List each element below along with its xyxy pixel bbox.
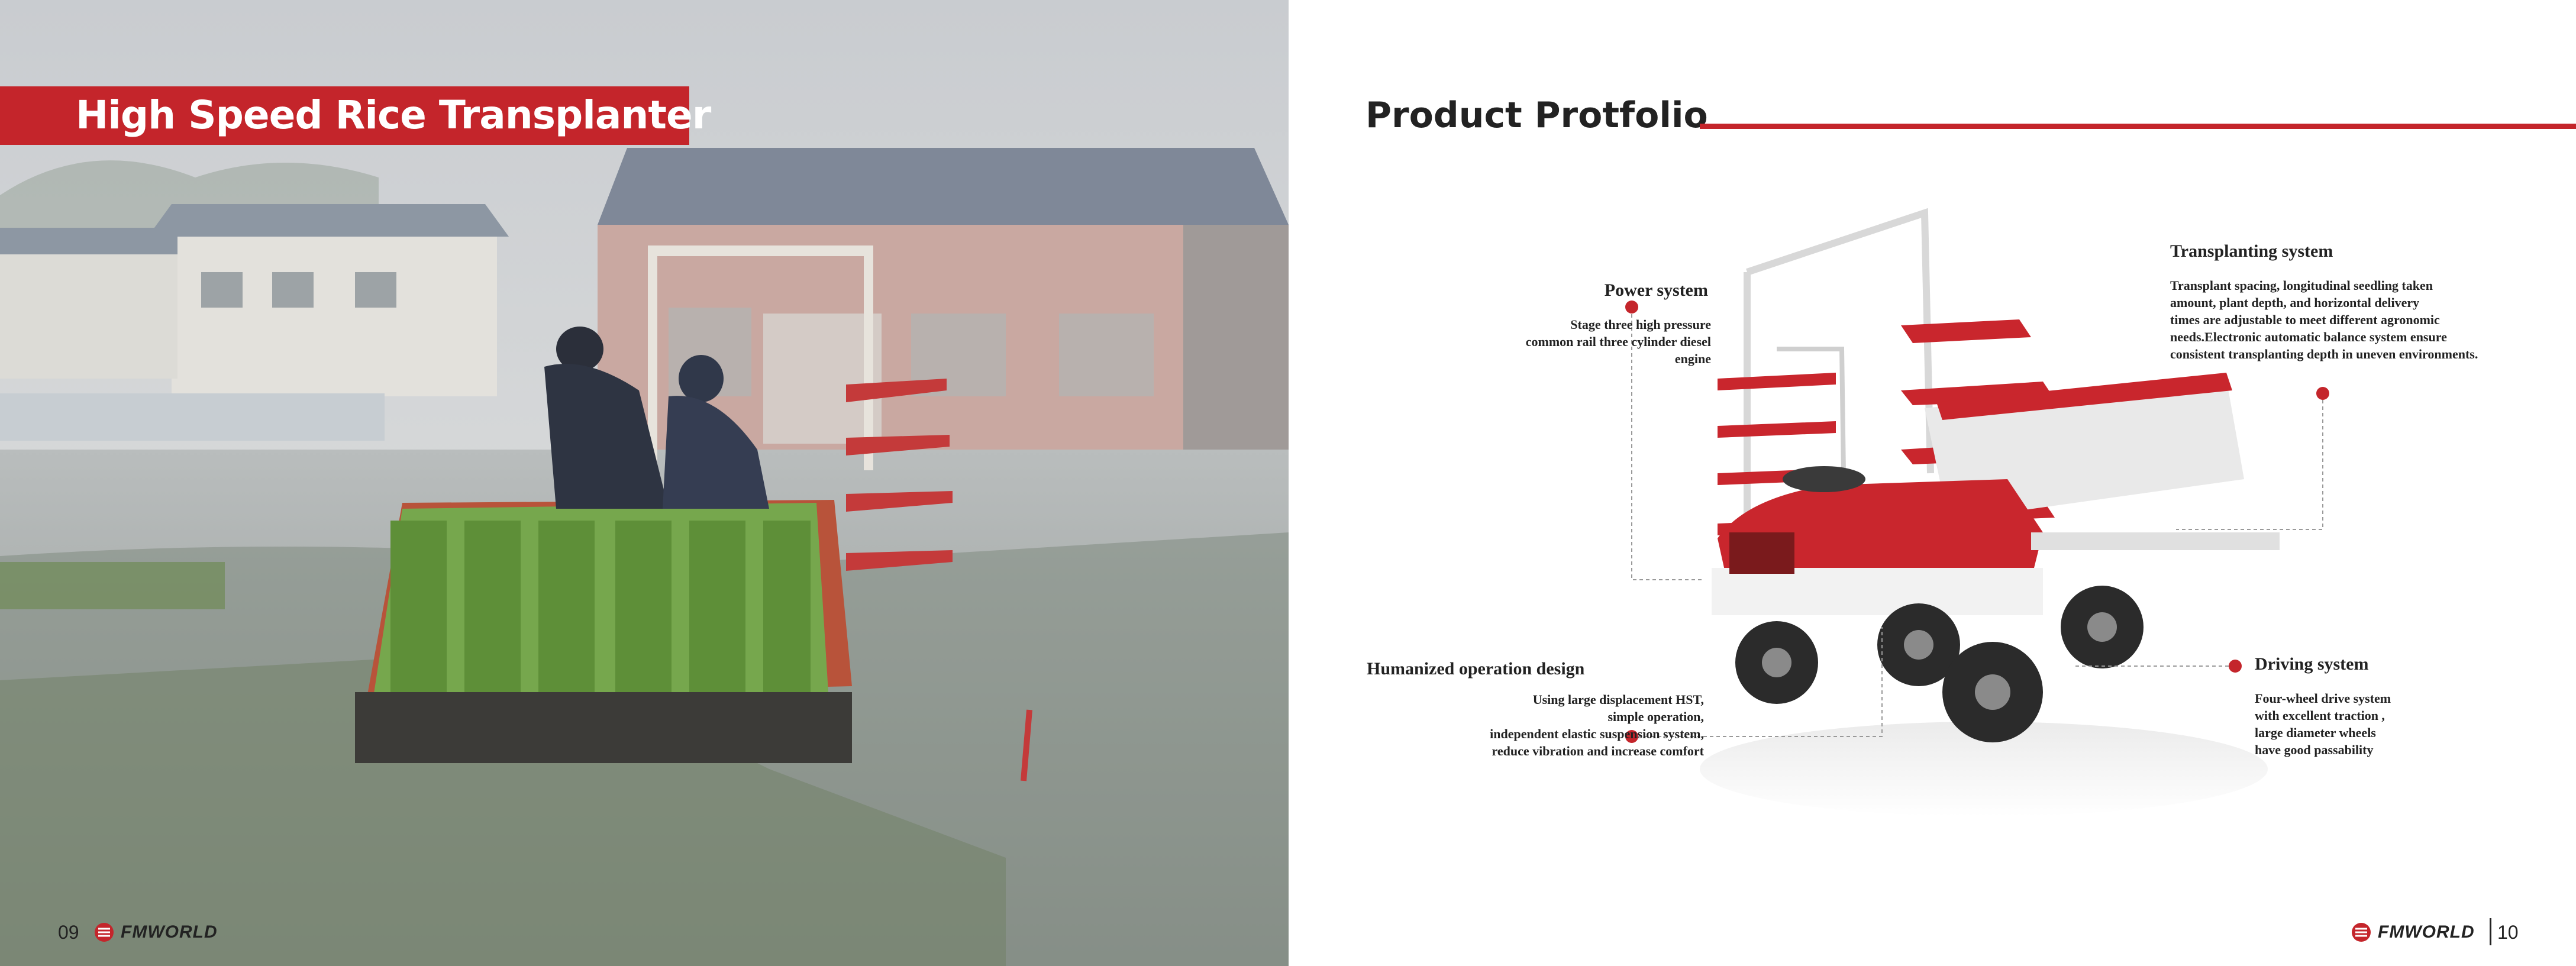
brand-logo-left: FMWORLD <box>93 922 218 943</box>
power-system-title: Power system <box>1604 280 1708 300</box>
page-number-left: 09 <box>58 922 79 943</box>
driving-line: have good passability <box>2255 742 2374 757</box>
driving-line: Four-wheel drive system <box>2255 691 2391 706</box>
power-line: engine <box>1674 351 1711 366</box>
driving-system-description: Four-wheel drive system with excellent t… <box>2255 690 2468 758</box>
left-page: High Speed Rice Transplanter 09 FMWORLD <box>0 0 1289 966</box>
fmworld-logo-icon <box>95 923 114 942</box>
title-banner: High Speed Rice Transplanter <box>0 86 711 145</box>
driving-system-marker <box>2229 660 2242 673</box>
humanized-line: independent elastic suspension system, <box>1490 726 1704 741</box>
brand-name: FMWORLD <box>2378 922 2475 942</box>
transplanter-machine-illustration <box>1700 208 2280 816</box>
right-page: Product Protfolio <box>1289 0 2576 966</box>
humanized-design-title: Humanized operation design <box>1367 659 1585 679</box>
brand-logo-right: FMWORLD <box>2351 922 2475 943</box>
banner-title: High Speed Rice Transplanter <box>76 92 711 138</box>
transplanting-line: amount, plant depth, and horizontal deli… <box>2170 295 2420 310</box>
driving-line: large diameter wheels <box>2255 725 2376 740</box>
transplanting-line: consistent transplanting depth in uneven… <box>2170 347 2478 361</box>
humanized-design-marker <box>1625 730 1638 743</box>
fmworld-logo-icon <box>2352 923 2371 942</box>
transplanting-line: Transplant spacing, longitudinal seedlin… <box>2170 278 2433 293</box>
brand-name: FMWORLD <box>121 922 218 942</box>
title-rule <box>1700 124 2576 129</box>
humanized-line: simple operation, <box>1607 709 1704 724</box>
driving-line: with excellent traction , <box>2255 708 2385 723</box>
humanized-design-description: Using large displacement HST, simple ope… <box>1396 691 1704 760</box>
page-number-right: 10 <box>2497 922 2519 943</box>
humanized-line: Using large displacement HST, <box>1532 692 1704 707</box>
transplanting-system-marker <box>2316 387 2329 400</box>
power-line: common rail three cylinder diesel <box>1525 334 1711 349</box>
power-line: Stage three high pressure <box>1570 317 1711 332</box>
rice-transplanter-field-photo <box>0 0 1289 966</box>
humanized-line: reduce vibration and increase comfort <box>1492 744 1704 758</box>
driving-system-title: Driving system <box>2255 654 2369 674</box>
footer-divider <box>2490 918 2491 945</box>
transplanting-system-description: Transplant spacing, longitudinal seedlin… <box>2170 277 2549 363</box>
transplanting-system-title: Transplanting system <box>2170 241 2333 261</box>
page-title: Product Protfolio <box>1366 95 1708 136</box>
power-system-description: Stage three high pressure common rail th… <box>1457 316 1711 367</box>
power-system-marker <box>1625 301 1638 314</box>
transplanting-line: needs.Electronic automatic balance syste… <box>2170 329 2447 344</box>
transplanting-line: times are adjustable to meet different a… <box>2170 312 2440 327</box>
callout-lines <box>1631 308 2323 737</box>
